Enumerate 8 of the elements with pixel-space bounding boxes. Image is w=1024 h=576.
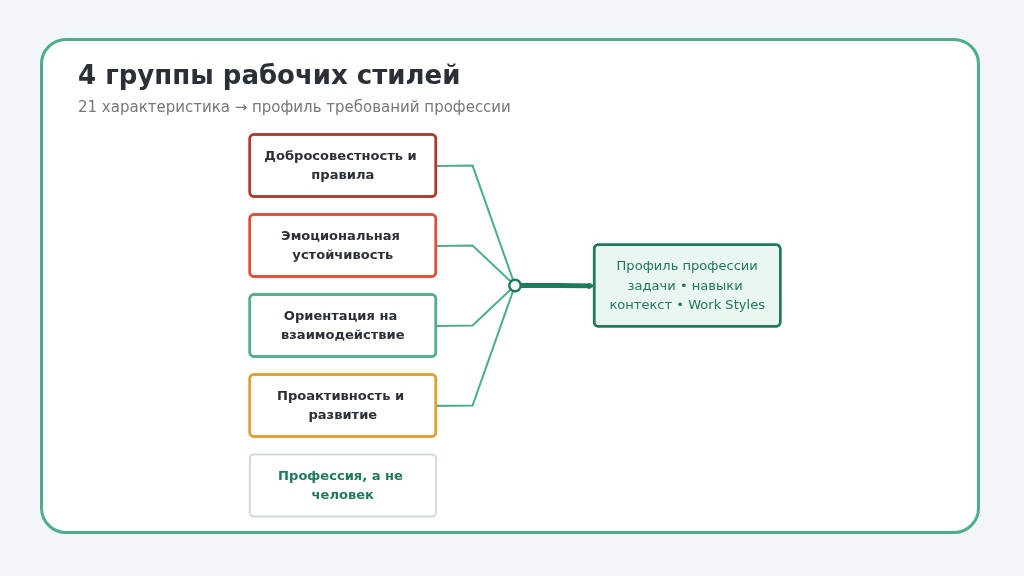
title: 4 группы рабочих стилей <box>78 60 461 90</box>
arrow <box>520 282 595 290</box>
connector <box>436 244 512 283</box>
node-circle <box>508 278 522 293</box>
connector <box>436 288 512 327</box>
connector <box>436 290 515 407</box>
connector <box>436 164 515 281</box>
subtitle: 21 характеристика → профиль требований профессии <box>78 98 511 116</box>
